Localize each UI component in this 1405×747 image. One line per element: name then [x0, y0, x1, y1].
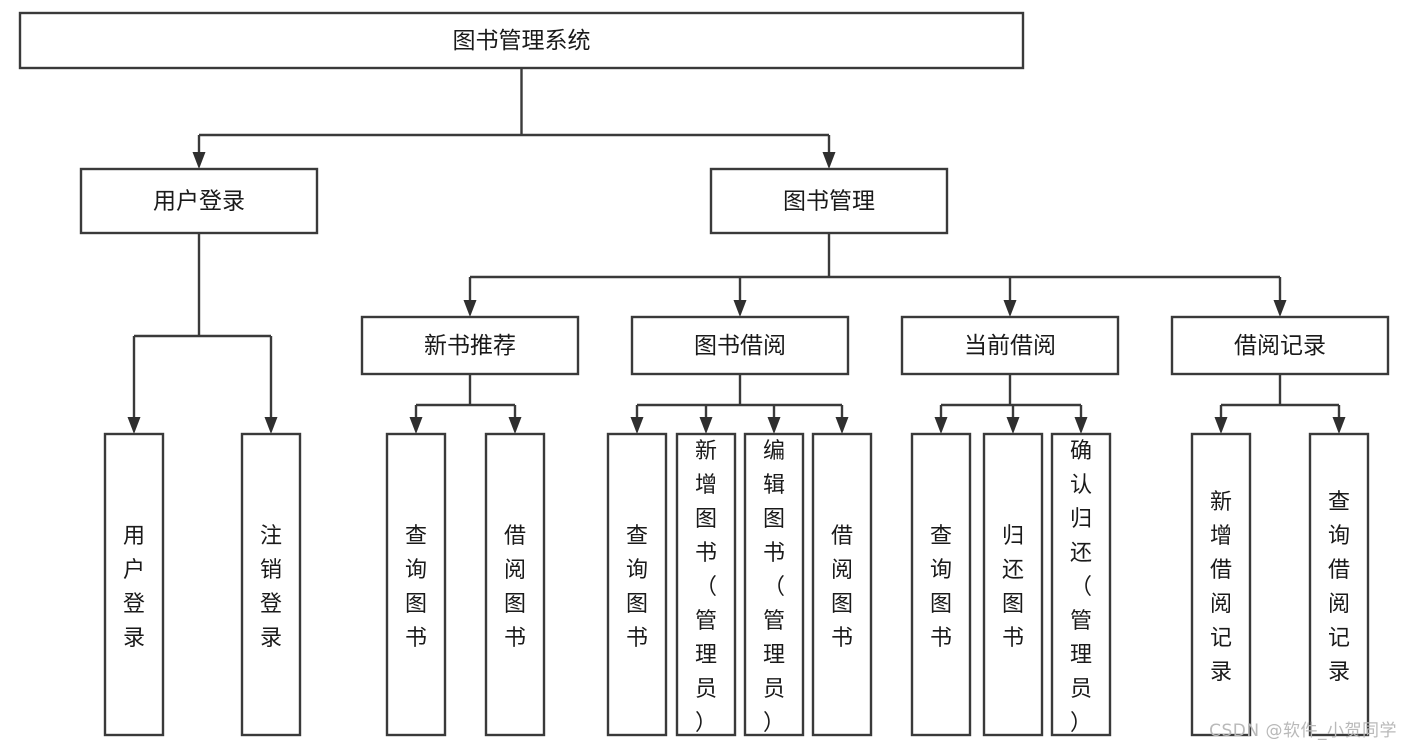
node-box-book-manage[interactable] — [709, 167, 949, 235]
node-l3b-3[interactable]: 编辑图书（管理员） — [743, 432, 805, 737]
node-l3c-1[interactable]: 查询图书 — [910, 432, 972, 737]
node-label-l3b-4: 借阅图书 — [831, 524, 853, 651]
node-label-borrow-record: 借阅记录 — [1234, 333, 1326, 359]
node-box-l3c-1[interactable] — [910, 432, 972, 737]
node-l3b-2[interactable]: 新增图书（管理员） — [675, 432, 737, 737]
node-user-login-leaf[interactable]: 用户登录 — [103, 432, 165, 737]
node-label-l3c-1: 查询图书 — [930, 524, 952, 651]
node-user-login[interactable]: 用户登录 — [79, 167, 319, 235]
node-layer: 图书管理系统用户登录图书管理新书推荐图书借阅当前借阅借阅记录用户登录注销登录查询… — [18, 11, 1390, 737]
arrowhead-l3b-1 — [630, 417, 644, 434]
node-book-manage[interactable]: 图书管理 — [709, 167, 949, 235]
arrowhead-l3b-4 — [835, 417, 849, 434]
node-label-user-login-leaf: 用户登录 — [123, 524, 145, 651]
arrowhead-user-login-leaf — [127, 417, 141, 434]
node-l3b-1[interactable]: 查询图书 — [606, 432, 668, 737]
node-label-l3a-1: 查询图书 — [405, 524, 427, 651]
node-label-l3d-2: 查询借阅记录 — [1328, 490, 1350, 685]
node-box-l3b-1[interactable] — [606, 432, 668, 737]
node-label-root: 图书管理系统 — [453, 28, 591, 54]
node-label-user-login: 用户登录 — [153, 189, 245, 215]
arrowhead-l3a-1 — [409, 417, 423, 434]
node-root[interactable]: 图书管理系统 — [18, 11, 1025, 70]
arrowhead-new-book-rec — [463, 300, 477, 317]
node-box-new-book-rec[interactable] — [360, 315, 580, 376]
node-label-l3b-1: 查询图书 — [626, 524, 648, 651]
node-box-user-login[interactable] — [79, 167, 319, 235]
arrowhead-current-borrow — [1003, 300, 1017, 317]
node-label-logout-leaf: 注销登录 — [260, 524, 282, 651]
node-l3c-2[interactable]: 归还图书 — [982, 432, 1044, 737]
node-new-book-rec[interactable]: 新书推荐 — [360, 315, 580, 376]
node-label-book-manage: 图书管理 — [783, 189, 875, 215]
node-box-l3b-2[interactable] — [675, 432, 737, 737]
node-logout-leaf[interactable]: 注销登录 — [240, 432, 302, 737]
node-label-current-borrow: 当前借阅 — [964, 333, 1056, 359]
node-box-l3c-2[interactable] — [982, 432, 1044, 737]
arrowhead-user-login — [192, 152, 206, 169]
node-box-l3d-1[interactable] — [1190, 432, 1252, 737]
node-label-l3c-2: 归还图书 — [1002, 524, 1024, 651]
node-l3a-2[interactable]: 借阅图书 — [484, 432, 546, 737]
node-label-l3a-2: 借阅图书 — [504, 524, 526, 651]
node-book-borrow[interactable]: 图书借阅 — [630, 315, 850, 376]
arrowhead-borrow-record — [1273, 300, 1287, 317]
node-box-l3a-1[interactable] — [385, 432, 447, 737]
node-borrow-record[interactable]: 借阅记录 — [1170, 315, 1390, 376]
node-label-l3b-2: 新增图书（管理员） — [695, 439, 717, 736]
arrowhead-book-manage — [822, 152, 836, 169]
node-current-borrow[interactable]: 当前借阅 — [900, 315, 1120, 376]
arrowhead-l3b-2 — [699, 417, 713, 434]
node-box-logout-leaf[interactable] — [240, 432, 302, 737]
node-label-book-borrow: 图书借阅 — [694, 333, 786, 359]
arrowhead-l3b-3 — [767, 417, 781, 434]
node-box-l3a-2[interactable] — [484, 432, 546, 737]
arrowhead-l3d-2 — [1332, 417, 1346, 434]
arrowhead-book-borrow — [733, 300, 747, 317]
node-l3b-4[interactable]: 借阅图书 — [811, 432, 873, 737]
connector-layer — [127, 68, 1346, 434]
arrowhead-l3a-2 — [508, 417, 522, 434]
node-l3d-2[interactable]: 查询借阅记录 — [1308, 432, 1370, 737]
node-l3c-3[interactable]: 确认归还（管理员） — [1050, 432, 1112, 737]
node-label-l3d-1: 新增借阅记录 — [1210, 490, 1232, 685]
node-box-user-login-leaf[interactable] — [103, 432, 165, 737]
node-l3d-1[interactable]: 新增借阅记录 — [1190, 432, 1252, 737]
node-label-l3c-3: 确认归还（管理员） — [1070, 439, 1092, 736]
node-box-borrow-record[interactable] — [1170, 315, 1390, 376]
node-l3a-1[interactable]: 查询图书 — [385, 432, 447, 737]
node-box-book-borrow[interactable] — [630, 315, 850, 376]
arrowhead-l3d-1 — [1214, 417, 1228, 434]
node-box-current-borrow[interactable] — [900, 315, 1120, 376]
arrowhead-l3c-1 — [934, 417, 948, 434]
node-box-l3d-2[interactable] — [1308, 432, 1370, 737]
watermark-text: CSDN @软件_小贺同学 — [1209, 721, 1397, 741]
node-label-l3b-3: 编辑图书（管理员） — [763, 439, 785, 736]
arrowhead-l3c-2 — [1006, 417, 1020, 434]
node-box-root[interactable] — [18, 11, 1025, 70]
arrowhead-logout-leaf — [264, 417, 278, 434]
node-box-l3c-3[interactable] — [1050, 432, 1112, 737]
node-box-l3b-4[interactable] — [811, 432, 873, 737]
arrowhead-l3c-3 — [1074, 417, 1088, 434]
node-label-new-book-rec: 新书推荐 — [424, 333, 516, 359]
node-box-l3b-3[interactable] — [743, 432, 805, 737]
